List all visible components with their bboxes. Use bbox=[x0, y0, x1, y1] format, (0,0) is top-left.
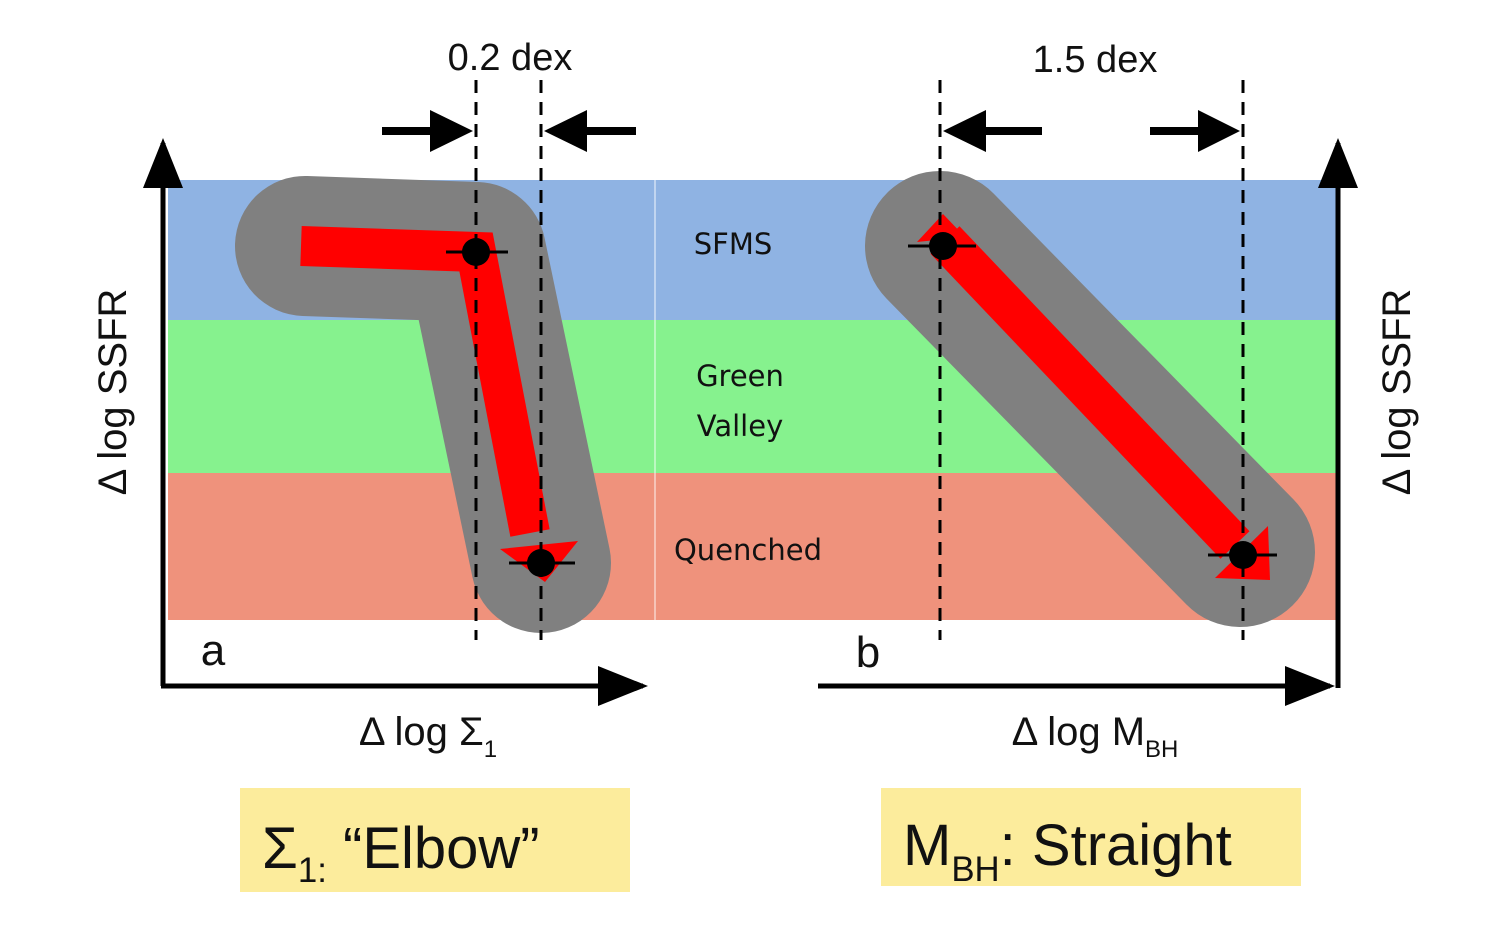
sfms-label: SFMS bbox=[694, 227, 773, 261]
panel-a-separation-label: 0.2 dex bbox=[448, 37, 573, 79]
panel-b-x-axis-label-main: Δ log M bbox=[1012, 710, 1145, 754]
panel-b-x-axis-label-sub: BH bbox=[1145, 736, 1178, 763]
panel-a-arrow-right-head bbox=[544, 110, 587, 152]
panel-b-caption: MBH: Straight bbox=[903, 813, 1232, 889]
panel-a-x-axis-label-sub: 1 bbox=[484, 736, 497, 763]
green-valley-label-line1: Green bbox=[696, 359, 784, 393]
panel-a-arrow-left-head bbox=[430, 110, 473, 152]
panel-a-caption-text: “Elbow” bbox=[327, 816, 540, 881]
panel-a-x-axis-label-main: Δ log Σ bbox=[359, 710, 484, 754]
panel-a-x-axis-label: Δ log Σ1 bbox=[359, 710, 497, 763]
panel-b-arrow-left-head bbox=[943, 110, 986, 152]
data-points bbox=[446, 232, 1277, 577]
panel-b-arrow-right-head bbox=[1198, 110, 1240, 152]
panel-b-x-axis-label: Δ log MBH bbox=[1012, 710, 1179, 763]
panel-b-caption-symbol: M bbox=[903, 813, 951, 878]
panel-a-letter: a bbox=[201, 626, 226, 675]
panel-b-caption-sub: BH bbox=[951, 850, 999, 889]
point-b-start bbox=[929, 232, 957, 260]
green-valley-label-line2: Valley bbox=[697, 409, 783, 443]
panel-b-caption-box bbox=[881, 788, 1301, 886]
panel-a-caption-box bbox=[240, 788, 630, 892]
panel-a-y-axis-label: Δ log SSFR bbox=[91, 289, 135, 496]
panel-b-separation-label: 1.5 dex bbox=[1033, 39, 1158, 81]
straight-track-tail-wedge bbox=[917, 214, 965, 242]
point-a-start bbox=[462, 238, 490, 266]
panel-b-letter: b bbox=[856, 628, 880, 677]
axes bbox=[143, 138, 1358, 706]
quenched-label: Quenched bbox=[674, 533, 822, 567]
point-a-end bbox=[527, 549, 555, 577]
straight-track-arrow-body bbox=[930, 226, 1250, 559]
separation-arrows bbox=[382, 110, 1240, 152]
panel-a-caption-symbol: Σ bbox=[262, 816, 298, 881]
panel-a-caption-sub: 1: bbox=[298, 851, 327, 890]
point-b-end bbox=[1229, 541, 1257, 569]
panel-b-y-axis-label: Δ log SSFR bbox=[1375, 289, 1419, 496]
panel-a-caption: Σ1: “Elbow” bbox=[262, 816, 540, 890]
panel-b-caption-text: : Straight bbox=[1000, 813, 1232, 878]
